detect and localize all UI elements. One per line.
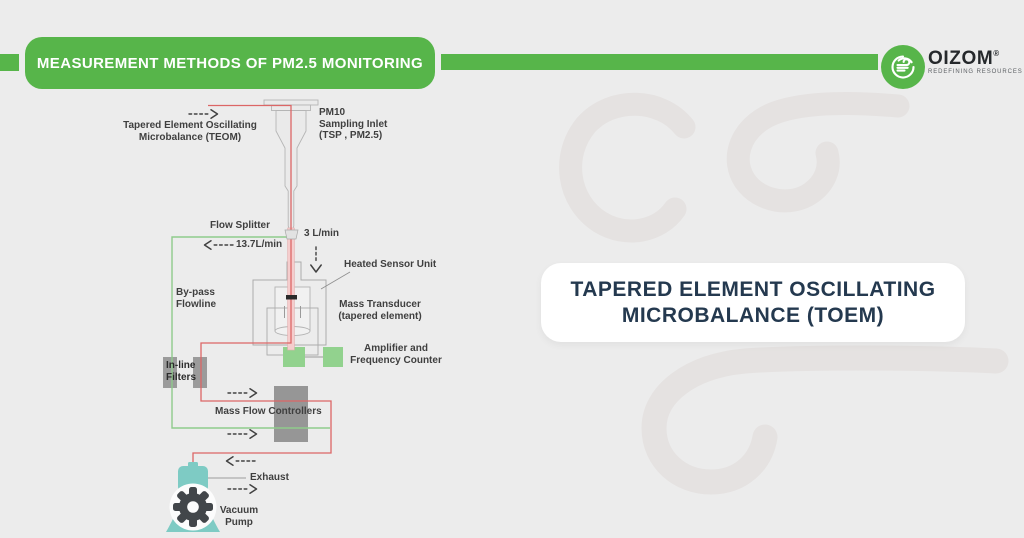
dashed-arrow-right-teom-icon	[188, 109, 219, 119]
dashed-arrow-right-exhaust-icon	[227, 484, 258, 494]
teom-label: Tapered Element Oscillating Microbalance…	[123, 120, 257, 143]
gear-icon	[173, 487, 213, 527]
trademark-symbol: ®	[993, 49, 1000, 58]
flow-splitter-collar	[284, 229, 299, 240]
bypass-rate-label: 13.7L/min	[236, 239, 283, 250]
bypass-flowline-label: By-pass Flowline	[176, 287, 216, 310]
heated-sensor-unit-label: Heated Sensor Unit	[344, 259, 437, 270]
mass-transducer-label: Mass Transducer (tapered element)	[338, 299, 422, 322]
page-title: MEASUREMENT METHODS OF PM2.5 MONITORING	[36, 54, 424, 72]
filter-cartridge	[286, 295, 297, 300]
flow-splitter-label: Flow Splitter	[210, 220, 270, 231]
dashed-arrow-left-pump-icon	[225, 456, 256, 466]
wind-swirl-icon	[891, 55, 915, 79]
method-title-line1: TAPERED ELEMENT OSCILLATING	[570, 277, 936, 301]
exhaust-label: Exhaust	[250, 472, 289, 483]
inline-filters-label: In-line Filters	[166, 360, 197, 383]
vacuum-pump	[166, 462, 220, 532]
watermark-stroke-2	[559, 92, 696, 243]
amplifier-label: Amplifier and Frequency Counter	[350, 343, 442, 366]
dashed-arrow-right-mfc-top-icon	[227, 388, 258, 398]
dashed-arrow-down-main-flow-icon	[310, 246, 322, 273]
dashed-arrow-left-bypass-icon	[203, 240, 234, 250]
inline-filter-2	[193, 357, 207, 388]
heated-sensor-pointer-line	[320, 271, 351, 290]
brand-name: OIZOM	[928, 48, 994, 69]
bypass-flow-line	[171, 236, 330, 429]
heated-sensor-unit-box	[252, 261, 327, 346]
amplifier-box-1	[283, 347, 305, 367]
mass-flow-controllers-label: Mass Flow Controllers	[215, 406, 322, 417]
inline-filter-1	[163, 357, 177, 388]
main-rate-label: 3 L/min	[304, 228, 340, 239]
watermark-stroke-1	[726, 92, 910, 213]
watermark-stroke-3	[641, 345, 1009, 495]
tapered-element-marks	[284, 306, 301, 318]
brand-tagline: REDEFINING RESOURCES	[928, 69, 1023, 75]
header-band-right	[441, 54, 878, 70]
pm10-inlet-label: PM10 Sampling Inlet (TSP , PM2.5)	[319, 107, 388, 141]
header-band-left	[0, 54, 19, 71]
amplifier-box-2	[323, 347, 343, 367]
mass-flow-controller-box	[274, 386, 308, 442]
method-title-card: TAPERED ELEMENT OSCILLATING MICROBALANCE…	[541, 263, 965, 342]
vacuum-pump-label: Vacuum Pump	[219, 505, 259, 528]
oizom-logo-circle	[881, 45, 925, 89]
dashed-arrow-right-mfc-bottom-icon	[227, 429, 258, 439]
header-pill: MEASUREMENT METHODS OF PM2.5 MONITORING	[25, 37, 435, 89]
oizom-logo-text: OIZOM® REDEFINING RESOURCES	[928, 48, 1023, 75]
method-title-line2: MICROBALANCE (TOEM)	[621, 303, 885, 327]
sample-flow-line	[192, 104, 332, 463]
